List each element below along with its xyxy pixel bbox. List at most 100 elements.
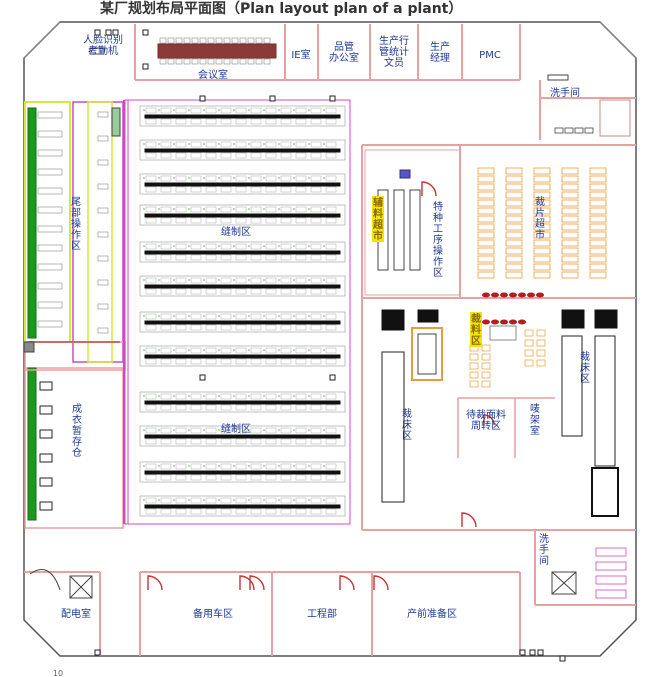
seat <box>293 315 295 317</box>
machine <box>220 324 232 331</box>
machine <box>190 324 202 331</box>
machine <box>205 497 217 504</box>
chair <box>255 37 263 44</box>
seat <box>248 349 250 351</box>
seat <box>293 143 295 145</box>
machine <box>265 217 277 224</box>
sewing-table <box>144 470 341 475</box>
storage-rack <box>39 405 53 415</box>
seat <box>233 245 235 247</box>
machine <box>250 243 262 250</box>
seat <box>248 177 250 179</box>
machine <box>280 358 292 365</box>
work-station <box>37 320 63 328</box>
column-icon <box>269 95 276 102</box>
seat <box>143 395 145 397</box>
machine <box>175 107 187 114</box>
seat <box>158 208 160 210</box>
machine <box>250 186 262 193</box>
machine <box>220 254 232 261</box>
machine <box>220 347 232 354</box>
machine <box>190 175 202 182</box>
chair <box>175 58 183 65</box>
machine <box>280 152 292 159</box>
machine <box>280 107 292 114</box>
machine <box>175 438 187 445</box>
machine <box>205 254 217 261</box>
accessory-shelf <box>409 189 421 271</box>
machine <box>250 427 262 434</box>
cut-piece-shelf <box>533 167 551 175</box>
seat <box>143 109 145 111</box>
seat <box>248 465 250 467</box>
room-label-text: 生产 <box>430 40 450 53</box>
machine <box>295 404 307 411</box>
machine <box>175 463 187 470</box>
machine <box>235 243 247 250</box>
seat <box>308 349 310 351</box>
seat <box>203 429 205 431</box>
machine <box>160 118 172 125</box>
machine <box>250 141 262 148</box>
corner-note: 10 <box>53 669 63 677</box>
machine <box>325 393 337 400</box>
chair <box>255 58 263 65</box>
tail-inner-boundary <box>87 101 113 363</box>
machine <box>190 107 202 114</box>
seat <box>143 245 145 247</box>
chair <box>247 37 255 44</box>
room-label-text: 室 <box>530 424 540 437</box>
room-label-text: 人脸识别 <box>83 33 123 46</box>
machine <box>175 508 187 515</box>
room-label-text: 唛 <box>530 403 540 415</box>
fabric-roll <box>509 292 517 298</box>
room-label-text: 仓 <box>72 446 82 459</box>
machine <box>310 438 322 445</box>
machine <box>265 358 277 365</box>
chair <box>207 37 215 44</box>
machine <box>175 404 187 411</box>
machine <box>160 313 172 320</box>
cut-piece-shelf <box>477 271 495 279</box>
cut-piece-shelf <box>589 207 607 215</box>
machine <box>160 508 172 515</box>
column-icon <box>142 29 149 36</box>
machine <box>250 438 262 445</box>
cut-piece-shelf <box>533 175 551 183</box>
machine <box>265 243 277 250</box>
seat <box>248 499 250 501</box>
machine <box>190 152 202 159</box>
cutting-machine <box>417 309 439 323</box>
chair <box>207 58 215 65</box>
machine <box>325 107 337 114</box>
machine <box>205 288 217 295</box>
seat <box>308 499 310 501</box>
door-icon <box>421 181 437 197</box>
machine <box>220 186 232 193</box>
machine <box>145 186 157 193</box>
cut-piece-shelf <box>589 183 607 191</box>
fabric-shelf <box>469 371 479 379</box>
machine <box>250 508 262 515</box>
machine <box>205 175 217 182</box>
conveyor-corner <box>24 341 126 371</box>
chair <box>183 37 191 44</box>
stair-curve <box>29 569 61 591</box>
machine <box>205 393 217 400</box>
room-label-text: 周转区 <box>471 419 501 432</box>
machine <box>280 217 292 224</box>
seat <box>188 465 190 467</box>
room-label-text: 办公室 <box>329 51 359 64</box>
machine <box>190 313 202 320</box>
seat <box>143 349 145 351</box>
fabric-roll <box>527 292 535 298</box>
seat <box>233 279 235 281</box>
chair <box>215 37 223 44</box>
machine <box>160 324 172 331</box>
room-label-text: 手 <box>539 543 549 556</box>
chair <box>167 37 175 44</box>
chair <box>231 37 239 44</box>
machine <box>235 497 247 504</box>
seat <box>158 429 160 431</box>
